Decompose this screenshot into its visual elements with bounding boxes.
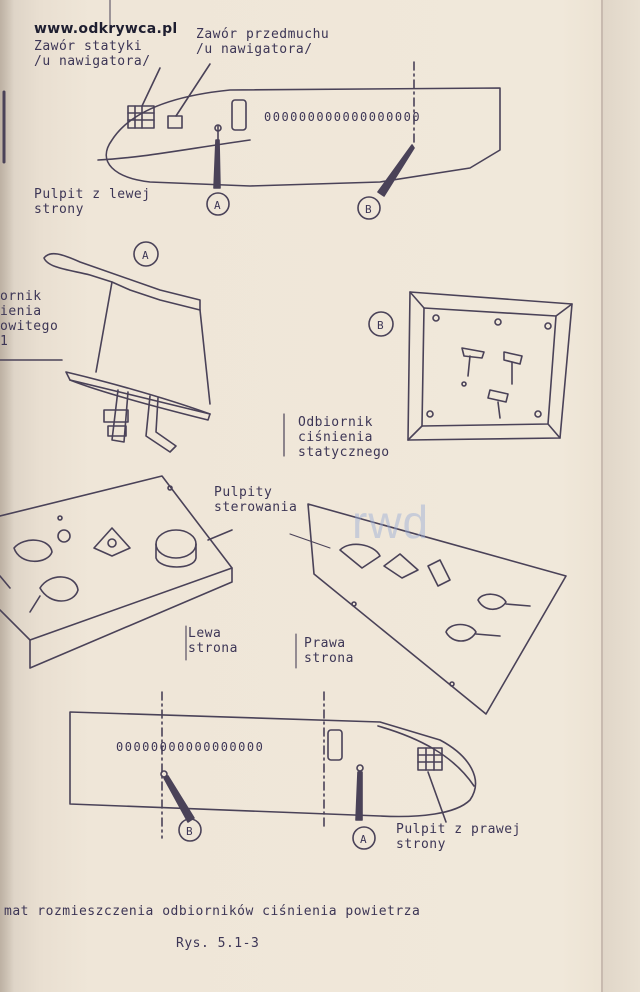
label-right-panel: Pulpit z prawej strony bbox=[396, 822, 521, 852]
marker-a-top bbox=[206, 192, 230, 216]
bottom-fuselage bbox=[69, 691, 477, 850]
top-fuselage bbox=[97, 0, 501, 220]
page-margin-strip bbox=[603, 0, 640, 992]
label-static-receiver: Odbiornik ciśnienia statycznego bbox=[298, 415, 390, 460]
page-edge-line bbox=[601, 0, 603, 992]
label-left-side: Lewa strona bbox=[188, 626, 238, 656]
label-left-panel: Pulpit z lewej strony bbox=[34, 187, 151, 217]
marker-b-bottom-letter: B bbox=[186, 825, 194, 838]
detail-a-letter: A bbox=[142, 249, 150, 262]
marker-b-top-letter: B bbox=[365, 203, 373, 216]
portholes-top: 000000000000000000 bbox=[264, 110, 422, 124]
figure-caption: mat rozmieszczenia odbiorników ciśnienia… bbox=[4, 904, 421, 919]
marker-b-bottom bbox=[178, 818, 202, 842]
detail-a-probe bbox=[0, 241, 211, 453]
marker-b-top bbox=[357, 196, 381, 220]
left-control-panel bbox=[0, 475, 233, 669]
label-purge-valve: Zawór przedmuchu /u nawigatora/ bbox=[196, 27, 330, 57]
label-cut-receiver: ornik ienia owitego 1 bbox=[0, 289, 59, 349]
detail-b-letter: B bbox=[377, 319, 385, 332]
label-right-side: Prawa strona bbox=[304, 636, 354, 666]
faint-watermark: rwd bbox=[352, 496, 430, 548]
website-watermark: www.odkrywca.pl bbox=[34, 21, 178, 37]
detail-b-plate bbox=[283, 291, 573, 457]
page-binding-shadow bbox=[0, 0, 14, 992]
marker-a-bottom bbox=[352, 826, 376, 850]
portholes-bottom: 00000000000000000 bbox=[116, 740, 265, 754]
label-static-valve: Zawór statyki /u nawigatora/ bbox=[34, 39, 151, 69]
marker-a-bottom-letter: A bbox=[360, 833, 368, 846]
marker-a-top-letter: A bbox=[214, 199, 222, 212]
right-control-panel bbox=[289, 503, 567, 715]
figure-number: Rys. 5.1-3 bbox=[176, 936, 260, 951]
label-control-panels: Pulpity sterowania bbox=[214, 485, 298, 515]
